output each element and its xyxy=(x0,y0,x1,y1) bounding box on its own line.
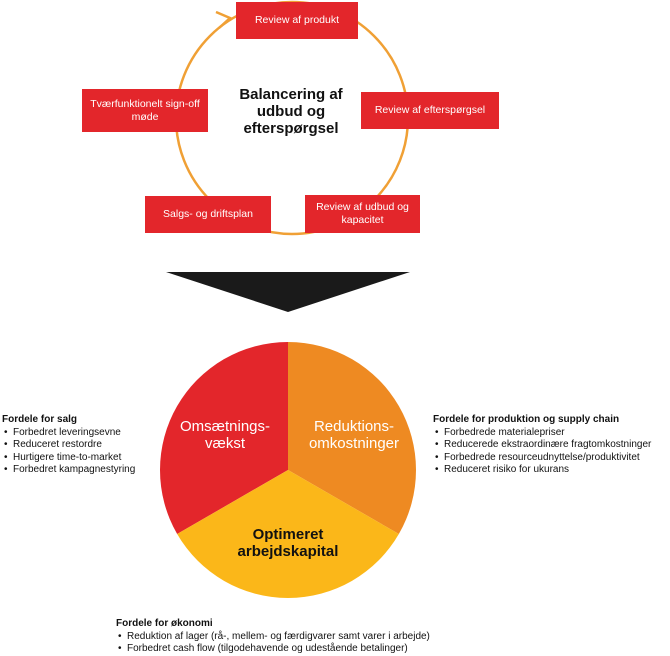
step-sales-operations-plan: Salgs- og driftsplan xyxy=(145,196,271,233)
benefits-production: Fordele for produktion og supply chain F… xyxy=(433,414,651,477)
pie-label-cost: Reduktions- omkostninger xyxy=(308,418,400,452)
down-arrow xyxy=(166,272,410,312)
list-item: Forbedrede resourceudnyttelse/produktivi… xyxy=(433,452,651,465)
cycle-arrowhead xyxy=(215,10,233,29)
list-item: Forbedret kampagnestyring xyxy=(2,464,135,477)
benefits-production-title: Fordele for produktion og supply chain xyxy=(433,414,620,425)
pie-segment-revenue xyxy=(160,342,288,534)
list-item: Forbedret cash flow (tilgodehavende og u… xyxy=(116,643,430,656)
benefits-production-list: Forbedrede materialepriser Reducerede ek… xyxy=(433,427,651,477)
benefits-economy: Fordele for økonomi Reduktion af lager (… xyxy=(116,618,430,656)
pie-label-revenue: Omsætnings- vækst xyxy=(179,418,271,452)
list-item: Reduceret risiko for ukurans xyxy=(433,464,651,477)
benefits-sales: Fordele for salg Forbedret leveringsevne… xyxy=(2,414,135,477)
list-item: Reduceret restordre xyxy=(2,439,135,452)
list-item: Forbedret leveringsevne xyxy=(2,427,135,440)
pie-segment-capital xyxy=(177,470,399,598)
benefits-sales-list: Forbedret leveringsevne Reduceret restor… xyxy=(2,427,135,477)
list-item: Reducerede ekstraordinære fragtomkostnin… xyxy=(433,439,651,452)
step-demand-review: Review af efterspørgsel xyxy=(361,92,499,129)
benefits-economy-list: Reduktion af lager (rå-, mellem- og færd… xyxy=(116,631,430,656)
cycle-center-title: Balancering af udbud og efterspørgsel xyxy=(239,86,343,137)
pie-segment-cost xyxy=(288,342,416,534)
list-item: Reduktion af lager (rå-, mellem- og færd… xyxy=(116,631,430,644)
step-supply-review: Review af udbud og kapacitet xyxy=(305,195,420,233)
list-item: Forbedrede materialepriser xyxy=(433,427,651,440)
step-product-review: Review af produkt xyxy=(236,2,358,39)
list-item: Hurtigere time-to-market xyxy=(2,452,135,465)
pie-chart xyxy=(160,342,416,598)
benefits-economy-title: Fordele for økonomi xyxy=(116,618,213,629)
benefits-sales-title: Fordele for salg xyxy=(2,414,78,425)
step-signoff-meeting: Tværfunktionelt sign-off møde xyxy=(82,89,208,132)
pie-label-capital: Optimeret arbejdskapital xyxy=(237,526,339,560)
